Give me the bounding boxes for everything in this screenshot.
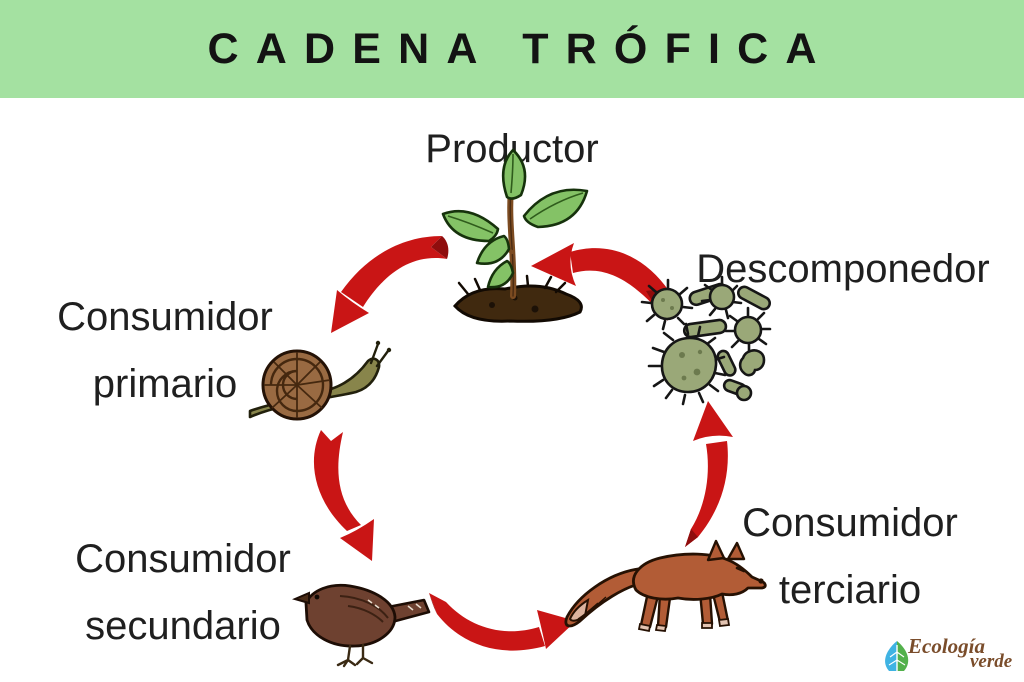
page-title: CADENA TRÓFICA: [207, 24, 834, 73]
logo-word-verde: verde: [970, 651, 1013, 672]
label-consumidor-terciario: Consumidor terciario: [742, 490, 958, 624]
arrow-productor-to-primario-icon: [331, 236, 449, 333]
bird-icon: [292, 583, 431, 668]
label-line: primario: [92, 362, 238, 406]
microbes-icon: [640, 275, 772, 406]
ecologiaverde-logo: Ecología verde: [880, 634, 1024, 678]
snail-icon: [248, 340, 392, 421]
arrow-secundario-to-terciario-icon: [429, 593, 576, 651]
ecologiaverde-leaf-icon: [885, 641, 909, 674]
label-line: Consumidor: [742, 501, 958, 545]
title-banner: CADENA TRÓFICA: [0, 0, 1024, 98]
label-descomponedor: Descomponedor: [696, 247, 990, 291]
cycle-arrows: [313, 236, 733, 651]
label-consumidor-secundario: Consumidor secundario: [75, 526, 291, 660]
label-consumidor-primario: Consumidor primario: [57, 284, 273, 418]
label-line: Consumidor: [57, 295, 273, 339]
label-line: secundario: [85, 604, 281, 648]
label-line: Consumidor: [75, 537, 291, 581]
label-line: terciario: [778, 568, 922, 612]
arrow-terciario-to-descomponedor-icon: [685, 401, 733, 547]
seedling-plant-icon: [441, 148, 589, 323]
fox-icon: [564, 539, 767, 633]
arrow-primario-to-secundario-icon: [313, 430, 374, 561]
logo-word-ecologia: Ecología: [908, 634, 985, 658]
logo-wordmark: Ecología verde: [908, 636, 1012, 672]
